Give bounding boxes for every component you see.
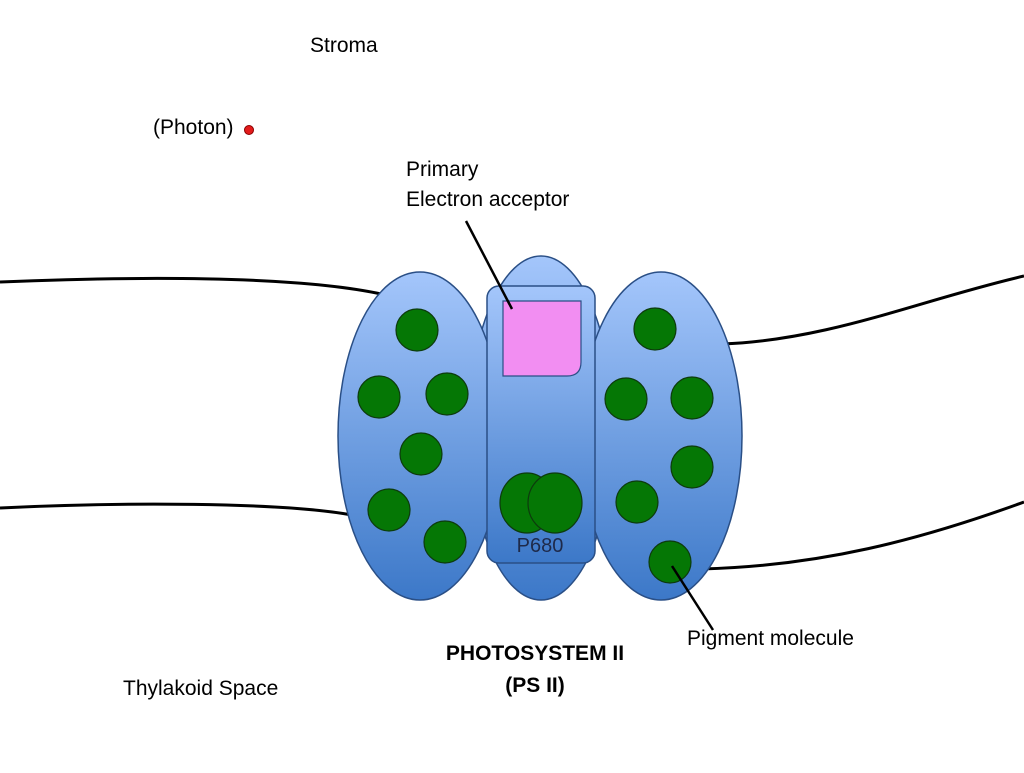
membrane-bottom-left bbox=[0, 502, 353, 517]
acceptor-label-line2: Electron acceptor bbox=[406, 188, 570, 211]
membrane-bottom-right bbox=[701, 500, 1024, 571]
membrane-top-right bbox=[721, 274, 1024, 346]
photon-label: (Photon) bbox=[153, 116, 234, 139]
membrane-top-left bbox=[0, 276, 391, 298]
acceptor-label-line1: Primary bbox=[406, 158, 479, 181]
stroma-label: Stroma bbox=[310, 34, 378, 57]
pigment-molecule bbox=[648, 540, 692, 584]
pigment-molecule bbox=[604, 377, 648, 421]
photosystem-title-line1: PHOTOSYSTEM II bbox=[445, 642, 625, 665]
p680-label: P680 bbox=[517, 535, 564, 557]
pigment-molecule bbox=[670, 445, 714, 489]
pigment-molecule bbox=[367, 488, 411, 532]
p680-pigment-right bbox=[527, 472, 583, 534]
pigment-molecule bbox=[633, 307, 677, 351]
photon-dot bbox=[244, 125, 254, 135]
photosystem-title-line2: (PS II) bbox=[505, 674, 565, 697]
pigment-molecule bbox=[399, 432, 443, 476]
pigment-label: Pigment molecule bbox=[687, 627, 854, 650]
pigment-pointer-line bbox=[670, 565, 715, 631]
pigment-molecule bbox=[425, 372, 469, 416]
pigment-molecule bbox=[423, 520, 467, 564]
pigment-molecule bbox=[615, 480, 659, 524]
primary-electron-acceptor bbox=[502, 300, 582, 377]
acceptor-pointer-line bbox=[464, 220, 514, 310]
thylakoid-label: Thylakoid Space bbox=[123, 677, 279, 700]
pigment-molecule bbox=[670, 376, 714, 420]
pigment-molecule bbox=[357, 375, 401, 419]
pigment-molecule bbox=[395, 308, 439, 352]
